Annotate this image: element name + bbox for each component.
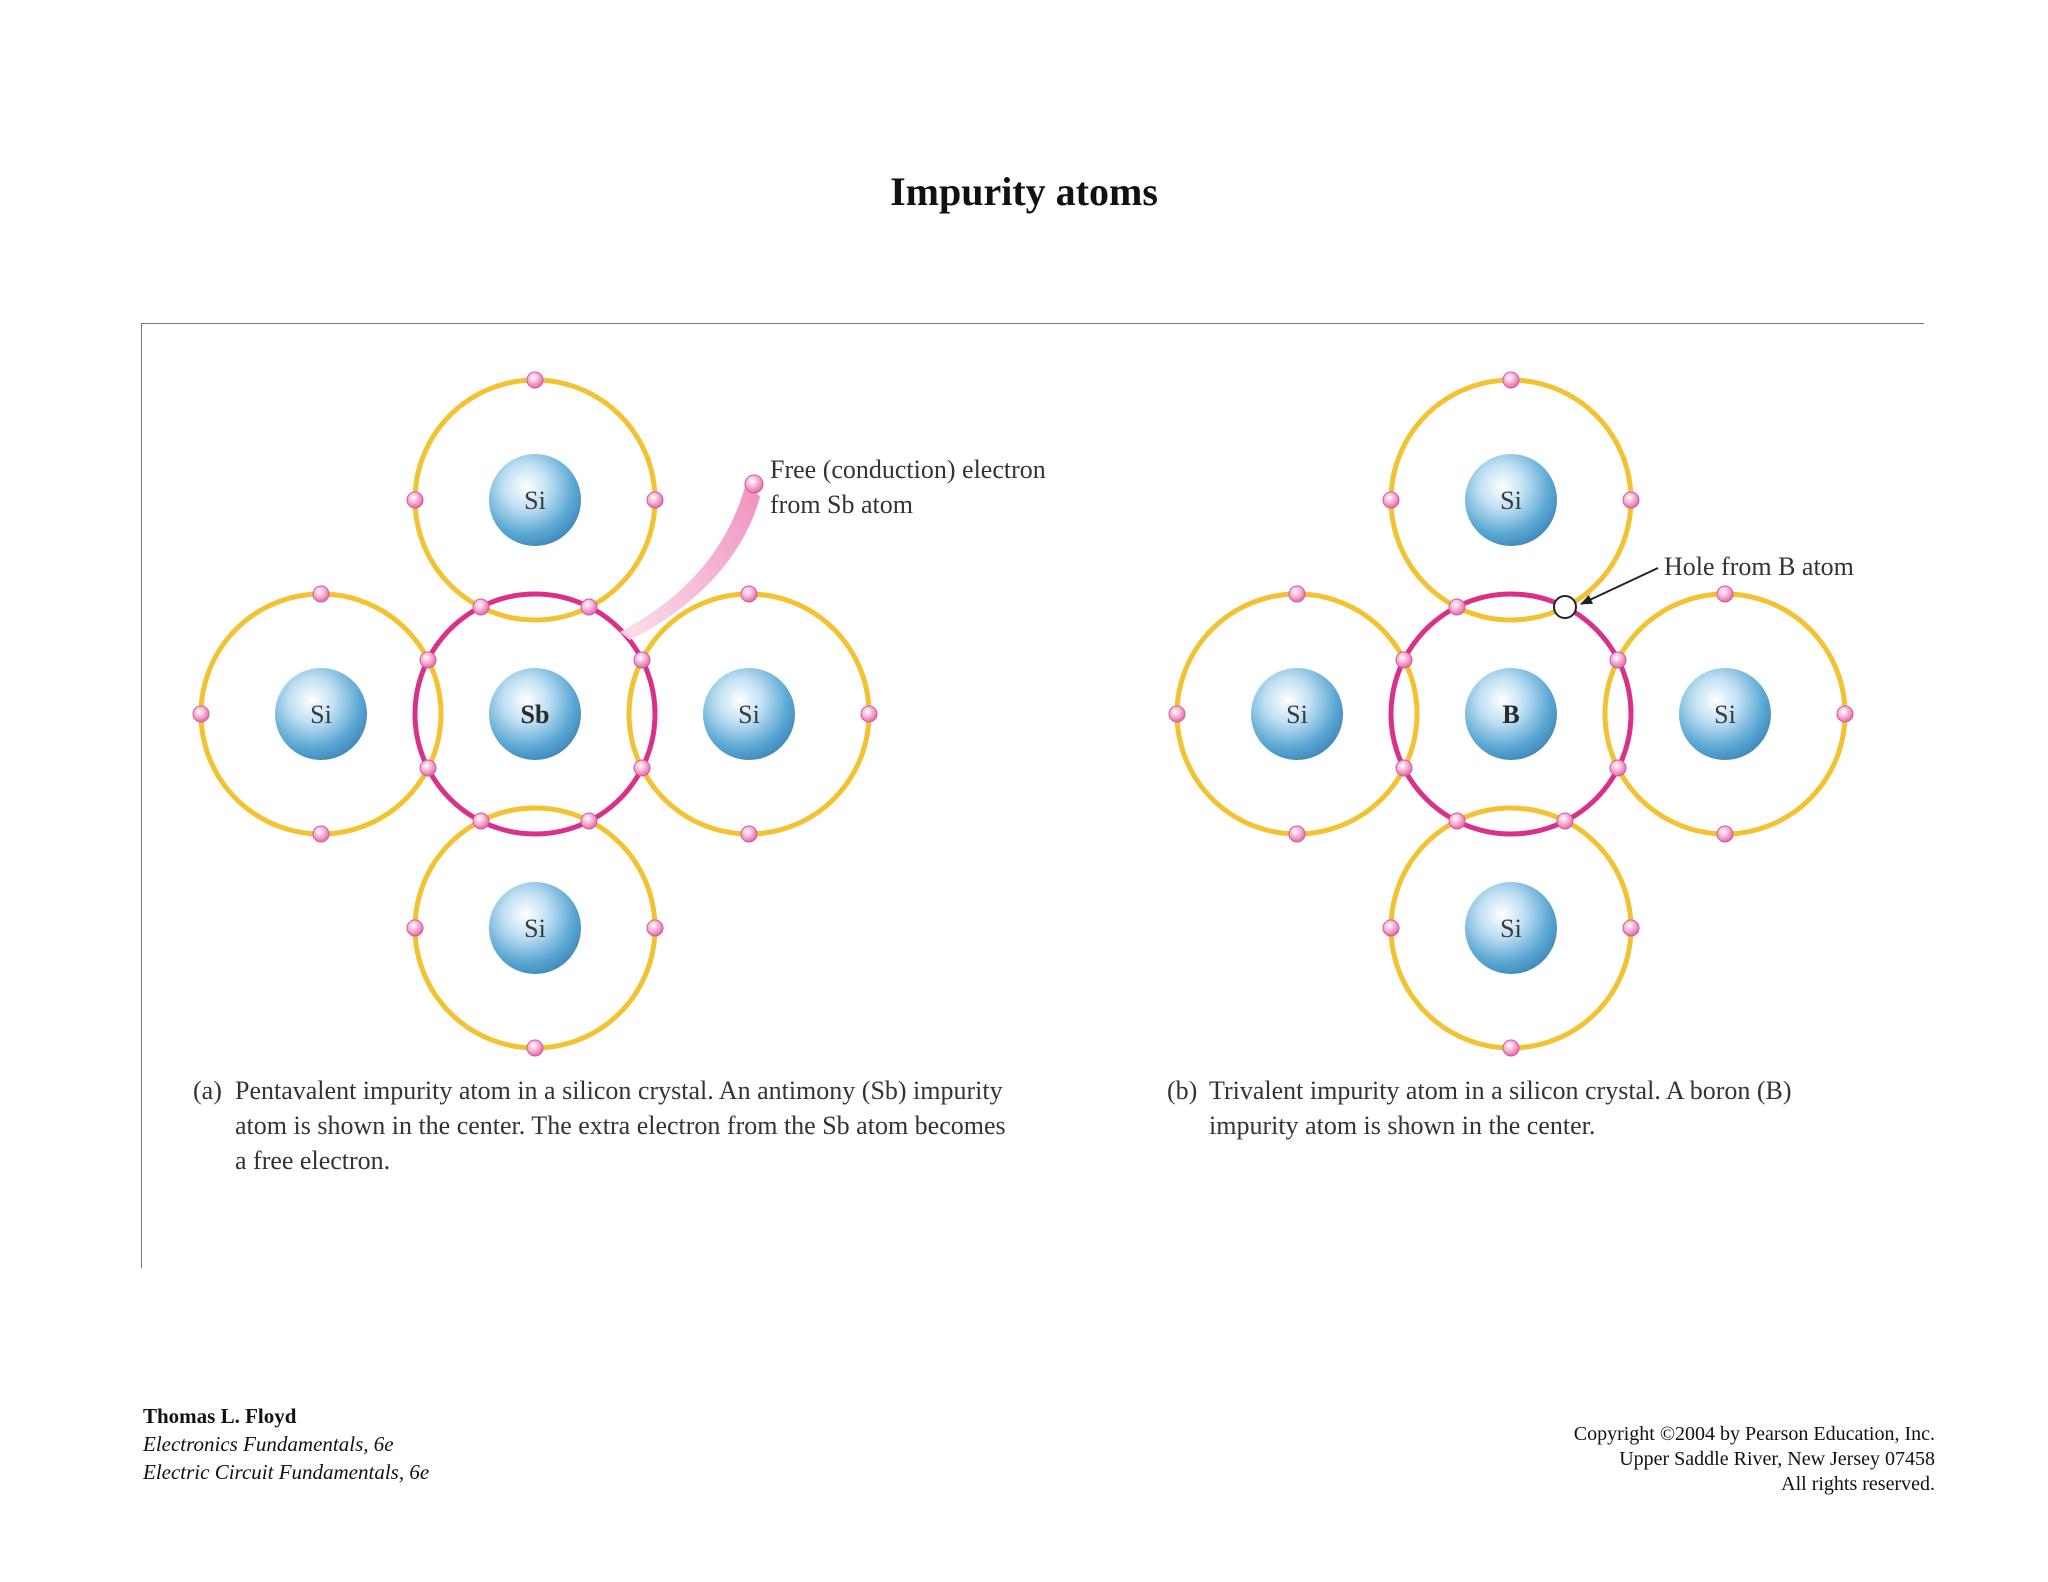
free-electron-annotation-line2: from Sb atom — [770, 490, 913, 519]
b-orbit — [1388, 591, 1634, 837]
electron — [526, 371, 544, 389]
bond-electron — [580, 598, 598, 616]
hole-annotation: Hole from B atom — [1664, 552, 1854, 581]
si-left-label: Si — [1286, 700, 1308, 729]
copyright-line-2: Upper Saddle River, New Jersey 07458 — [1619, 1448, 1935, 1470]
electron — [740, 825, 758, 843]
si-bottom-label: Si — [1500, 914, 1522, 943]
electron — [646, 919, 664, 937]
diagram-a: Si Si Sb Si Si — [192, 371, 1046, 1057]
si-top-label: Si — [524, 486, 546, 515]
bond-electron — [580, 812, 598, 830]
si-top-label: Si — [1500, 486, 1522, 515]
caption-a-letter: (a) — [193, 1076, 222, 1105]
frame-top-border — [141, 323, 1924, 324]
si-top-nucleus — [489, 454, 581, 546]
si-left-label: Si — [310, 700, 332, 729]
bond-electron — [1556, 812, 1574, 830]
bond-electron — [419, 759, 437, 777]
bond-electron — [1395, 759, 1413, 777]
caption-b-line: Trivalent impurity atom in a silicon cry… — [1209, 1076, 1792, 1105]
si-right-label: Si — [738, 700, 760, 729]
sb-label: Sb — [521, 700, 550, 729]
electron — [1168, 705, 1186, 723]
si-left-nucleus — [275, 668, 367, 760]
electron — [406, 491, 424, 509]
caption-a-line: atom is shown in the center. The extra e… — [235, 1111, 1006, 1140]
copyright-line-1: Copyright ©2004 by Pearson Education, In… — [1573, 1423, 1935, 1445]
electron — [860, 705, 878, 723]
electron — [1622, 491, 1640, 509]
caption-b: (b) Trivalent impurity atom in a silicon… — [1167, 1073, 1887, 1148]
caption-a-text: Pentavalent impurity atom in a silicon c… — [235, 1073, 1006, 1178]
bond-electron — [1448, 812, 1466, 830]
si-right-label: Si — [1714, 700, 1736, 729]
free-electron-annotation-line1: Free (conduction) electron — [770, 455, 1046, 484]
diagram-b: Si Si B Si Si Hole fr — [1168, 371, 1854, 1057]
caption-a-line: a free electron. — [235, 1146, 391, 1175]
footer-left: Thomas L. Floyd Electronics Fundamentals… — [143, 1402, 429, 1486]
bond-electron — [633, 759, 651, 777]
sb-nucleus — [489, 668, 581, 760]
footer-book-2: Electric Circuit Fundamentals, 6e — [143, 1460, 430, 1484]
electron — [1382, 919, 1400, 937]
diagram-b-electrons — [1168, 371, 1854, 1057]
electron — [1502, 371, 1520, 389]
hole — [1553, 595, 1577, 619]
electron — [1288, 585, 1306, 603]
si-left-nucleus — [1251, 668, 1343, 760]
si-right-nucleus — [703, 668, 795, 760]
b-nucleus — [1465, 668, 1557, 760]
electron — [1382, 491, 1400, 509]
footer-copyright: Copyright ©2004 by Pearson Education, In… — [1574, 1422, 1935, 1497]
diagram-a-electrons — [192, 371, 878, 1057]
electron — [1622, 919, 1640, 937]
copyright-line-3: All rights reserved. — [1781, 1473, 1935, 1495]
electron — [1288, 825, 1306, 843]
free-electron-trail — [620, 487, 760, 640]
caption-a-line: Pentavalent impurity atom in a silicon c… — [235, 1076, 1003, 1105]
electron — [312, 585, 330, 603]
footer-book-1: Electronics Fundamentals, 6e — [143, 1432, 394, 1456]
caption-b-line: impurity atom is shown in the center. — [1209, 1111, 1596, 1140]
bond-electron — [1609, 759, 1627, 777]
footer-author: Thomas L. Floyd — [143, 1404, 297, 1428]
electron — [1716, 585, 1734, 603]
si-bottom-label: Si — [524, 914, 546, 943]
bond-electron — [419, 651, 437, 669]
frame-left-border — [141, 323, 142, 1268]
caption-b-letter: (b) — [1167, 1076, 1198, 1105]
bond-electron — [472, 812, 490, 830]
electron — [1836, 705, 1854, 723]
caption-a: (a) Pentavalent impurity atom in a silic… — [193, 1073, 1093, 1183]
b-label: B — [1502, 700, 1519, 729]
caption-b-text: Trivalent impurity atom in a silicon cry… — [1209, 1073, 1792, 1143]
si-bottom-nucleus — [489, 882, 581, 974]
electron — [192, 705, 210, 723]
hole-arrow — [1580, 567, 1659, 605]
electron — [1716, 825, 1734, 843]
free-electron — [744, 474, 764, 494]
electron — [646, 491, 664, 509]
si-right-nucleus — [1679, 668, 1771, 760]
electron — [1502, 1039, 1520, 1057]
bond-electron — [472, 598, 490, 616]
si-bottom-nucleus — [1465, 882, 1557, 974]
sb-orbit — [412, 591, 658, 837]
electron — [740, 585, 758, 603]
bond-electron — [1609, 651, 1627, 669]
electron — [312, 825, 330, 843]
si-top-nucleus — [1465, 454, 1557, 546]
electron — [406, 919, 424, 937]
bond-electron — [1448, 598, 1466, 616]
electron — [526, 1039, 544, 1057]
bond-electron — [1395, 651, 1413, 669]
bond-electron — [633, 651, 651, 669]
slide-title: Impurity atoms — [890, 169, 1158, 214]
